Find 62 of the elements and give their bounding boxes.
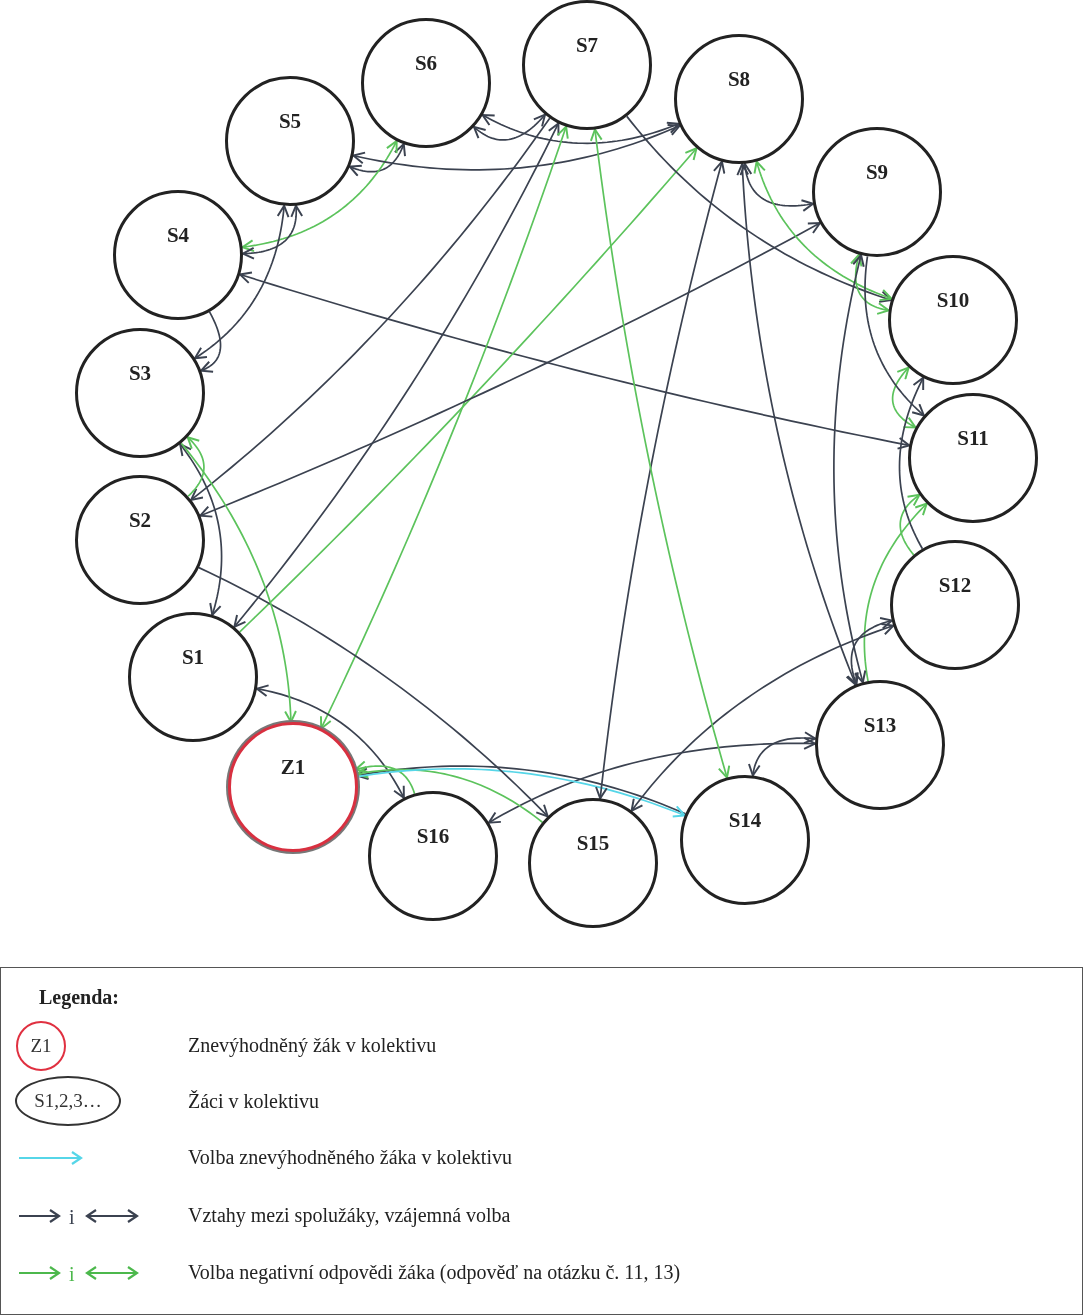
node-label: S16 [415,823,451,849]
node-label: S9 [864,159,890,185]
node-label: S11 [956,425,990,451]
student-circle [228,722,358,852]
arrow [199,222,821,518]
arrow [239,271,911,450]
node-label: S6 [413,50,439,76]
arrow [242,204,304,260]
legend-text: Žáci v kolektivu [188,1090,320,1113]
arrow [850,253,890,315]
node-label: Z1 [279,754,307,780]
arrow [241,140,398,253]
arrow [180,442,297,723]
legend-title: Legenda: [39,986,119,1009]
arrow [238,147,698,633]
arrow [233,122,560,628]
arrow [630,623,895,812]
arrow [891,366,917,429]
node-label: S8 [726,66,752,92]
arrow [748,731,817,777]
arrow [736,162,858,686]
arrow [200,311,222,373]
arrow [626,115,893,303]
arrow [193,204,290,360]
arrow [255,684,405,799]
legend-text: Vztahy mezi spolužáky, vzájemná volba [188,1204,511,1227]
legend-text: Volba negativní odpovědi žáka (odpověď na otázku č. 11, 13) [188,1261,681,1284]
node-label: S7 [574,32,600,58]
legend-circle: Z1 [16,1021,66,1071]
node-label: S2 [127,507,153,533]
arrow [198,566,549,818]
arrow [190,117,551,501]
arrow [487,737,816,824]
node-label: S3 [127,360,153,386]
arrow [753,160,893,302]
node-label: S4 [165,222,191,248]
node-label: S15 [575,830,611,856]
separator-text: i [69,1206,75,1229]
arrow [352,124,681,171]
arrow [846,617,893,686]
arrow [473,113,546,141]
arrow [739,162,815,212]
arrow [833,254,867,684]
arrow [186,436,205,498]
arrow [179,443,223,616]
arrow [899,493,921,556]
node-label: S1 [180,644,206,670]
arrow [898,376,925,550]
arrow [320,125,569,730]
arrow [864,255,925,417]
node-label: S10 [935,287,971,313]
node-label: S14 [727,807,763,833]
separator-text: i [69,1263,75,1286]
arrow [348,143,406,177]
node-label: S12 [937,572,973,598]
node-label: S13 [862,712,898,738]
node-label: S5 [277,108,303,134]
legend-text: Znevýhodněný žák v kolektivu [188,1034,437,1057]
legend-text: Volba znevýhodněného žáka v kolektivu [188,1146,512,1169]
arrow [863,502,928,682]
legend-ellipse: S1,2,3… [15,1076,121,1126]
arrow [481,114,680,145]
